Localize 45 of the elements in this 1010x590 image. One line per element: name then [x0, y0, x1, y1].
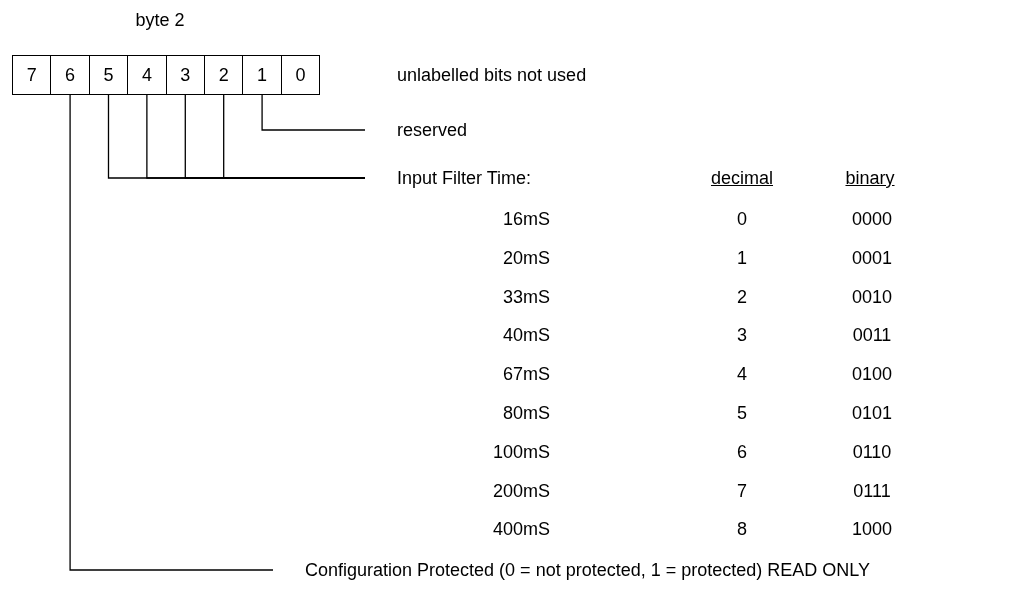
leader-line	[223, 94, 366, 179]
table-text: 0110	[852, 441, 892, 462]
table-text: 100mS	[492, 441, 550, 462]
table-text: 0100	[852, 364, 892, 385]
table-text: 1000	[852, 519, 892, 540]
bit-cell: 6	[50, 55, 90, 95]
bit-cell: 5	[88, 55, 129, 95]
table-text: 33mS	[502, 286, 550, 307]
bit-cell: 1	[242, 55, 282, 95]
table-text: 67mS	[502, 364, 550, 385]
table-text: 0000	[852, 209, 892, 229]
leader-line	[69, 94, 274, 571]
column-header: binary	[845, 168, 895, 188]
field-label: reserved	[397, 120, 468, 140]
table-text: 400mS	[492, 519, 550, 540]
table-text: 1	[737, 247, 747, 268]
table-text: 0111	[853, 480, 891, 501]
table-text: 0011	[852, 325, 892, 346]
table-text: 2	[737, 286, 747, 307]
table-text: 80mS	[502, 403, 550, 423]
table-text: 200mS	[492, 480, 550, 501]
field-label: Input Filter Time:	[397, 168, 532, 188]
column-header: decimal	[711, 168, 773, 188]
table-text: 3	[737, 325, 747, 346]
bit-cell: 7	[12, 55, 52, 95]
table-text: 0010	[852, 286, 892, 307]
table-text: 4	[737, 364, 747, 385]
bit-cell: 4	[127, 55, 167, 95]
table-text: 6	[737, 441, 747, 462]
bit-cell: 0	[280, 55, 321, 95]
bit-cell: 2	[204, 55, 244, 95]
note-text: unlabelled bits not used	[397, 65, 587, 85]
table-text: 20mS	[502, 247, 550, 268]
table-text: 16mS	[502, 209, 550, 229]
table-text: 0101	[852, 403, 892, 423]
table-text: 7	[737, 480, 747, 501]
title-label: byte 2	[135, 10, 185, 30]
field-label: Configuration Protected (0 = not protected, 1 = protected) READ ONLY	[305, 560, 870, 580]
table-text: 0001	[852, 247, 892, 268]
table-text: 40mS	[502, 325, 550, 346]
table-text: 5	[737, 403, 747, 423]
bit-cell: 3	[165, 55, 205, 95]
leader-line	[261, 94, 366, 131]
table-text: 8	[737, 519, 747, 540]
table-text: 0	[737, 209, 747, 229]
